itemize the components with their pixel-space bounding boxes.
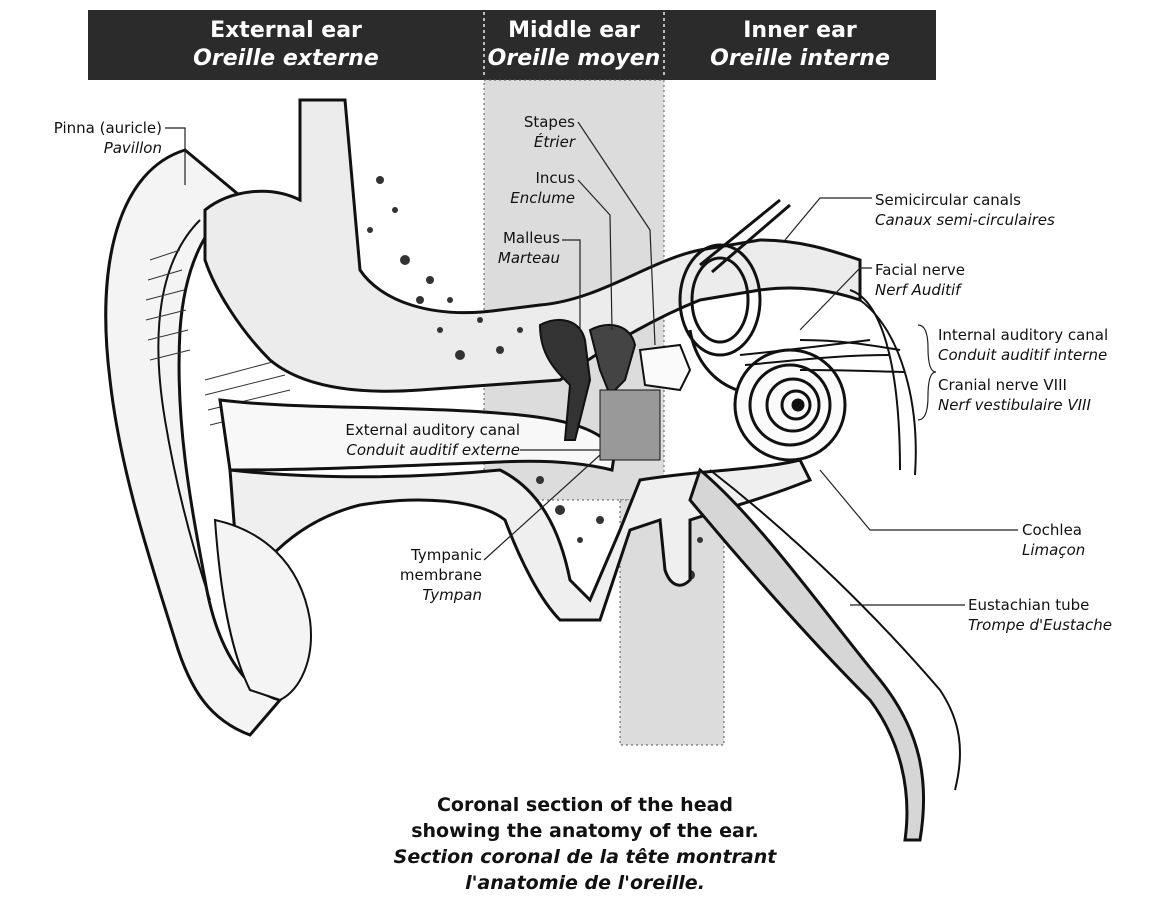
label-iac-fr: Conduit auditif interne: [938, 345, 1108, 365]
header-middle-ear: Middle ear Oreille moyen: [484, 10, 664, 80]
label-stapes-en: Stapes: [524, 113, 575, 131]
label-internal-auditory-canal: Internal auditory canal Conduit auditif …: [938, 325, 1108, 365]
header-external-fr: Oreille externe: [88, 45, 484, 73]
label-external-auditory-canal: External auditory canal Conduit auditif …: [280, 420, 520, 460]
label-pinna: Pinna (auricle) Pavillon: [12, 118, 162, 158]
leader-bracket: [918, 325, 936, 420]
label-cochlea-fr: Limaçon: [1022, 540, 1085, 560]
label-malleus-en: Malleus: [503, 229, 560, 247]
label-eustachian-tube: Eustachian tube Trompe d'Eustache: [968, 595, 1112, 635]
cochlea-spiral: [735, 350, 845, 460]
label-stapes-fr: Étrier: [490, 132, 575, 152]
label-semicircular-canals: Semicircular canals Canaux semi-circulai…: [875, 190, 1055, 230]
label-tympanic-en1: Tympanic: [362, 545, 482, 565]
caption-en-line1: Coronal section of the head: [280, 792, 890, 818]
header-inner-ear: Inner ear Oreille interne: [664, 10, 936, 80]
header-external-ear: External ear Oreille externe: [88, 10, 484, 80]
label-semi-en: Semicircular canals: [875, 191, 1021, 209]
label-tympanic-en2: membrane: [362, 565, 482, 585]
label-eustachian-en: Eustachian tube: [968, 596, 1089, 614]
label-cranial-nerve: Cranial nerve VIII Nerf vestibulaire VII…: [938, 375, 1091, 415]
label-incus: Incus Enclume: [480, 168, 575, 208]
label-eac-fr: Conduit auditif externe: [280, 440, 520, 460]
middle-ear-cavity: [600, 390, 660, 460]
label-facial-fr: Nerf Auditif: [875, 280, 965, 300]
label-incus-en: Incus: [536, 169, 576, 187]
label-incus-fr: Enclume: [480, 188, 575, 208]
caption-fr-line1: Section coronal de la tête montrant: [280, 844, 890, 870]
header-inner-en: Inner ear: [743, 18, 857, 43]
diagram-caption: Coronal section of the head showing the …: [280, 792, 890, 896]
caption-en-line2: showing the anatomy of the ear.: [280, 818, 890, 844]
header-external-en: External ear: [210, 18, 362, 43]
label-eustachian-fr: Trompe d'Eustache: [968, 615, 1112, 635]
label-semi-fr: Canaux semi-circulaires: [875, 210, 1055, 230]
label-pinna-fr: Pavillon: [12, 138, 162, 158]
label-stapes: Stapes Étrier: [490, 112, 575, 152]
label-cochlea: Cochlea Limaçon: [1022, 520, 1085, 560]
caption-fr-line2: l'anatomie de l'oreille.: [280, 870, 890, 896]
label-eac-en: External auditory canal: [345, 421, 520, 439]
header-middle-en: Middle ear: [508, 18, 640, 43]
label-cranial-en: Cranial nerve VIII: [938, 376, 1067, 394]
label-facial-en: Facial nerve: [875, 261, 965, 279]
header-inner-fr: Oreille interne: [664, 45, 936, 73]
eustachian-tube: [690, 470, 924, 840]
stapes-shape: [640, 345, 690, 390]
label-cochlea-en: Cochlea: [1022, 521, 1082, 539]
label-malleus-fr: Marteau: [470, 248, 560, 268]
label-tympanic-membrane: Tympanic membrane Tympan: [362, 545, 482, 605]
header-middle-fr: Oreille moyen: [484, 45, 664, 73]
label-pinna-en: Pinna (auricle): [54, 119, 162, 137]
label-malleus: Malleus Marteau: [470, 228, 560, 268]
label-facial-nerve: Facial nerve Nerf Auditif: [875, 260, 965, 300]
leader-semi: [785, 198, 872, 240]
label-tympanic-fr: Tympan: [362, 585, 482, 605]
label-iac-en: Internal auditory canal: [938, 326, 1108, 344]
label-cranial-fr: Nerf vestibulaire VIII: [938, 395, 1091, 415]
leader-cochlea: [820, 470, 1018, 530]
